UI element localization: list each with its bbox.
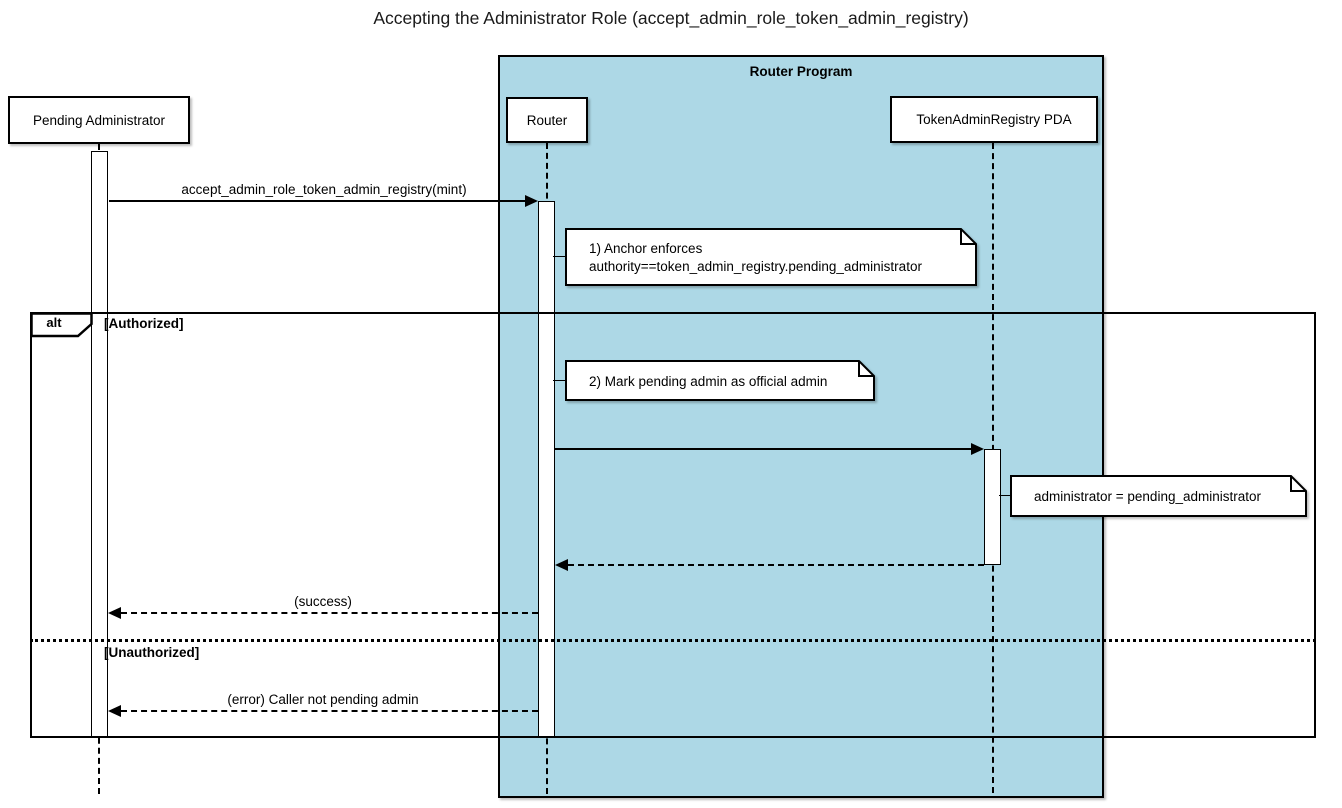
- message-update-line: [555, 448, 972, 450]
- note2-connector: [553, 380, 566, 381]
- note1-connector: [553, 256, 566, 257]
- note-administrator-assignment: administrator = pending_administrator: [1010, 475, 1307, 517]
- note-anchor-enforces: 1) Anchor enforces authority==token_admi…: [565, 228, 977, 286]
- router-program-label: Router Program: [749, 64, 853, 79]
- participant-router-label: Router: [526, 112, 568, 128]
- message-call-label: accept_admin_role_token_admin_registry(m…: [181, 182, 467, 197]
- message-call-line: [109, 200, 527, 202]
- note3-connector: [999, 495, 1011, 496]
- guard-unauthorized: [Unauthorized]: [104, 645, 200, 660]
- message-error-label: (error) Caller not pending admin: [227, 692, 419, 707]
- guard-authorized: [Authorized]: [104, 316, 184, 331]
- message-success-arrowhead: [108, 607, 121, 619]
- message-call-arrowhead: [525, 195, 538, 207]
- note1-line1: 1) Anchor enforces: [589, 241, 703, 256]
- alt-frame: [30, 312, 1316, 738]
- message-error-line: [121, 710, 538, 712]
- alt-operator-label: alt: [46, 315, 62, 330]
- participant-pending-administrator-label: Pending Administrator: [32, 112, 166, 128]
- alt-divider: [30, 639, 1316, 642]
- alt-operator-pentagon: [30, 312, 93, 338]
- participant-router: Router: [506, 97, 588, 143]
- message-success-label: (success): [294, 594, 352, 609]
- message-return-arrowhead: [555, 559, 568, 571]
- diagram-title: Accepting the Administrator Role (accept…: [373, 8, 969, 28]
- note3-line1: administrator = pending_administrator: [1034, 489, 1261, 504]
- message-error-arrowhead: [108, 705, 121, 717]
- message-success-line: [121, 612, 538, 614]
- message-return-line: [568, 564, 984, 566]
- router-program-frame: [498, 55, 1104, 798]
- note1-line2: authority==token_admin_registry.pending_…: [589, 259, 922, 274]
- participant-token-admin-registry-pda-label: TokenAdminRegistry PDA: [916, 112, 1072, 127]
- participant-pending-administrator: Pending Administrator: [8, 96, 190, 144]
- activation-token-admin-registry-pda: [984, 449, 1001, 565]
- note2-line1: 2) Mark pending admin as official admin: [589, 374, 827, 389]
- message-update-arrowhead: [971, 443, 984, 455]
- participant-token-admin-registry-pda: TokenAdminRegistry PDA: [890, 96, 1098, 143]
- note-mark-official-admin: 2) Mark pending admin as official admin: [565, 360, 875, 401]
